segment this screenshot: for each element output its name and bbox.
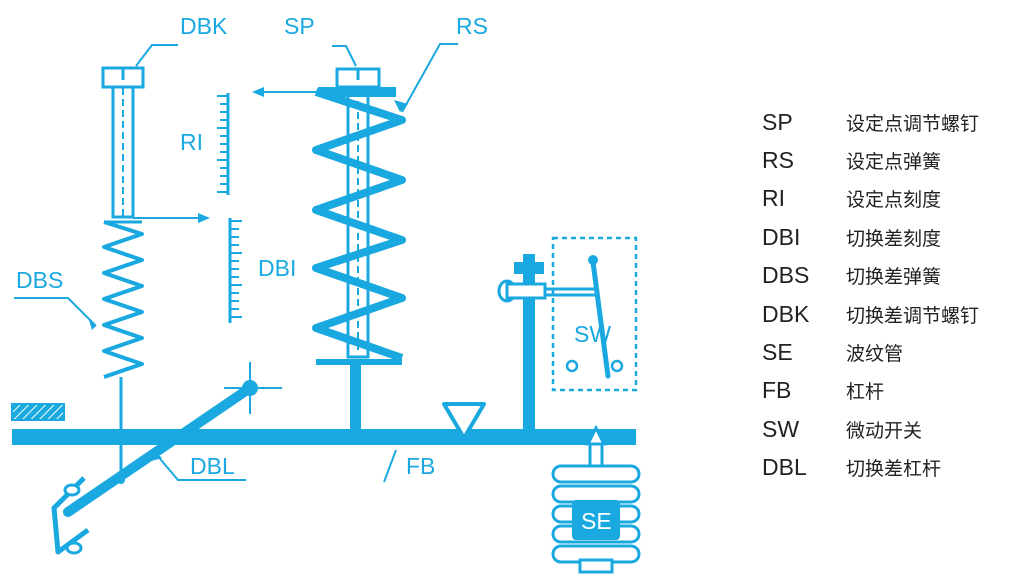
fixed-support <box>11 403 65 421</box>
pressure-switch-diagram: DBK SP RS RI DBI DBS SW DBL FB SE <box>11 13 641 574</box>
legend-item: SE 波纹管 <box>762 333 1022 371</box>
legend-code: RI <box>762 185 785 212</box>
legend-desc: 微动开关 <box>846 419 923 442</box>
leader-fb <box>383 449 397 483</box>
label-dbl: DBL <box>190 453 235 479</box>
legend-desc: 杠杆 <box>846 381 885 404</box>
legend-item: DBI 切换差刻度 <box>762 218 1022 256</box>
rs-spring <box>312 87 406 440</box>
legend-desc: 设定点调节螺钉 <box>846 112 980 135</box>
legend-desc: 切换差杠杆 <box>846 458 942 481</box>
ri-scale <box>217 93 230 195</box>
dbs-pointer-arrow <box>133 213 210 223</box>
legend-desc: 波纹管 <box>846 343 904 366</box>
legend-item: DBL 切换差杠杆 <box>762 449 1022 487</box>
leader-lines <box>14 43 458 483</box>
legend-item: SW 微动开关 <box>762 410 1022 448</box>
sw-microswitch <box>551 236 638 392</box>
legend-code: SW <box>762 415 800 442</box>
legend-desc: 切换差调节螺钉 <box>846 304 980 327</box>
main-lever <box>12 429 636 445</box>
dbl-lever <box>63 362 282 517</box>
legend-desc: 切换差弹簧 <box>846 266 942 289</box>
legend-desc: 切换差刻度 <box>846 227 942 250</box>
legend-item: RI 设定点刻度 <box>762 180 1022 218</box>
dbk-adjust-screw <box>101 66 145 219</box>
se-bellows <box>551 424 641 574</box>
label-se: SE <box>581 508 612 534</box>
legend: SP 设定点调节螺钉 RS 设定点弹簧 RI 设定点刻度 DBI 切换差刻度 D… <box>762 103 1022 487</box>
dbi-scale <box>228 218 242 323</box>
legend-item: FB 杠杆 <box>762 372 1022 410</box>
legend-code: RS <box>762 147 794 174</box>
leader-dbk <box>135 44 178 67</box>
leader-dbl <box>155 453 246 481</box>
legend-item: DBK 切换差调节螺钉 <box>762 295 1022 333</box>
legend-code: DBK <box>762 300 810 327</box>
legend-desc: 设定点弹簧 <box>846 151 942 174</box>
label-sp: SP <box>284 13 315 39</box>
label-rs: RS <box>456 13 488 39</box>
legend-item: SP 设定点调节螺钉 <box>762 103 1022 141</box>
legend-item: DBS 切换差弹簧 <box>762 257 1022 295</box>
legend-code: DBS <box>762 262 810 289</box>
label-dbi: DBI <box>258 255 296 281</box>
legend-desc: 设定点刻度 <box>846 189 942 212</box>
legend-code: FB <box>762 377 792 404</box>
leader-rs <box>401 43 458 113</box>
legend-code: DBL <box>762 454 807 481</box>
label-dbs: DBS <box>16 267 63 293</box>
fulcrum-triangle <box>442 402 486 440</box>
leader-sp <box>332 45 357 67</box>
dbl-pivot-bracket <box>51 476 90 555</box>
legend-code: DBI <box>762 223 801 250</box>
leader-dbs <box>14 297 97 327</box>
label-dbk: DBK <box>180 13 228 39</box>
legend-item: RS 设定点弹簧 <box>762 141 1022 179</box>
label-ri: RI <box>180 129 203 155</box>
switch-post <box>497 254 596 434</box>
dbs-spring <box>102 220 144 480</box>
legend-code: SP <box>762 108 793 135</box>
legend-code: SE <box>762 339 793 366</box>
label-sw: SW <box>574 321 611 347</box>
label-fb: FB <box>406 453 435 479</box>
